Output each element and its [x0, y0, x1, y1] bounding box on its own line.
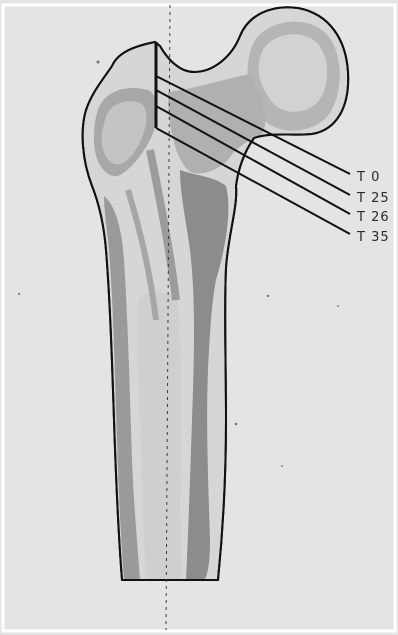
scan-speck [267, 295, 269, 297]
section-label-1: T 0 [356, 170, 380, 185]
scan-speck [97, 61, 100, 64]
section-label-2: T 25 [356, 191, 390, 206]
section-label-4: T 35 [356, 230, 390, 245]
scan-speck [281, 465, 283, 467]
scan-speck [235, 423, 238, 426]
section-label-3: T 26 [356, 210, 390, 225]
scan-speck [337, 305, 339, 307]
scan-speck [18, 293, 20, 295]
